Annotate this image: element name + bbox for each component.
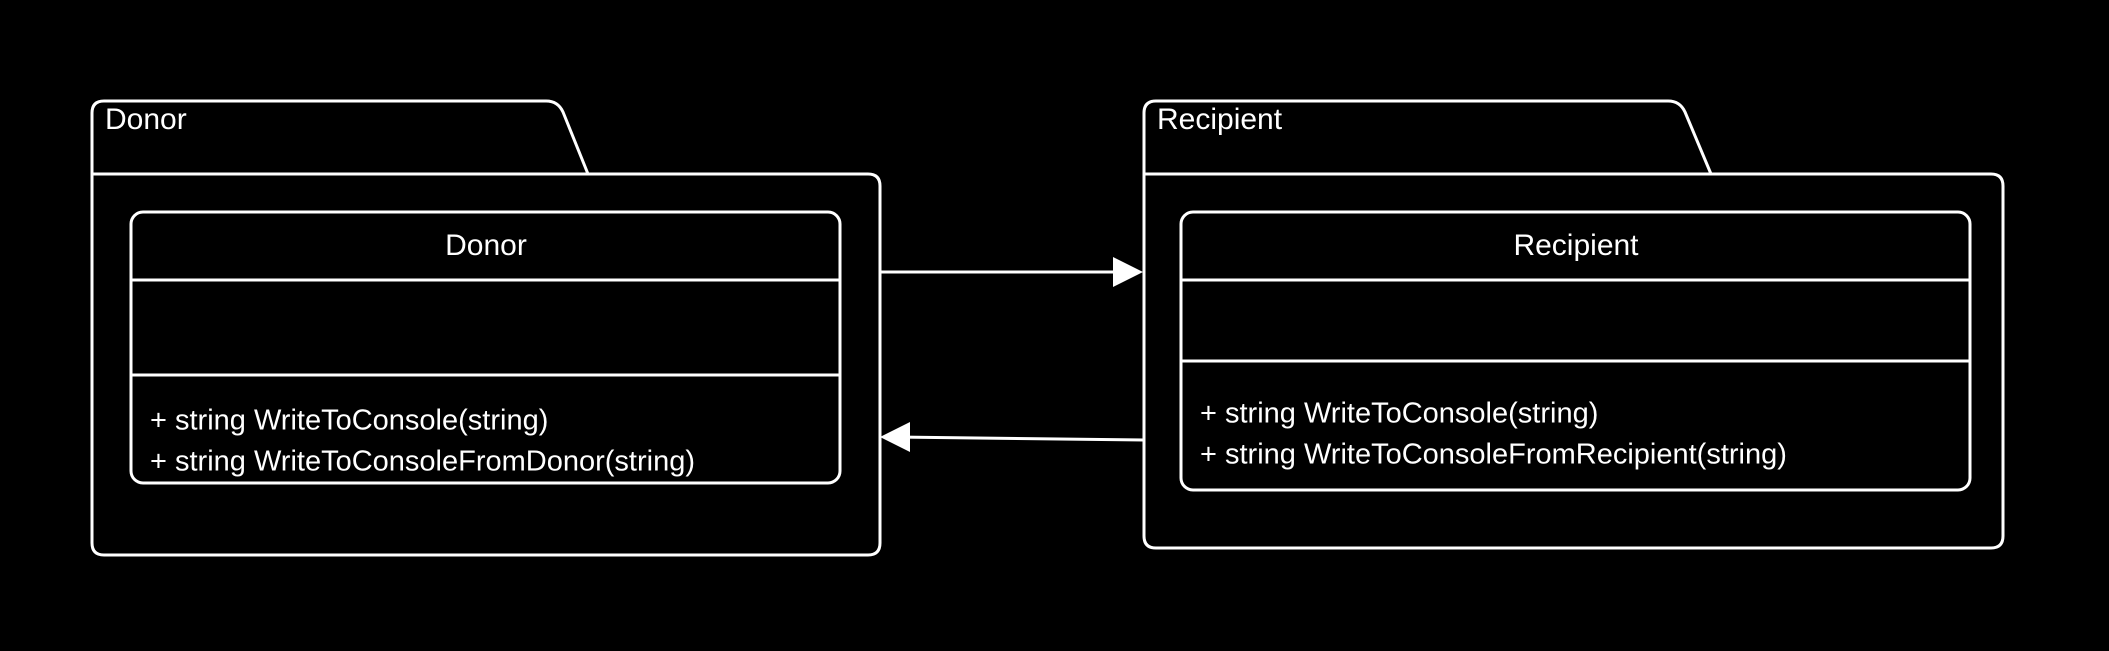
package-recipient-body-outline [1142, 172, 2005, 550]
package-recipient[interactable]: Recipient Recipient + string WriteToCons… [1142, 99, 2005, 550]
class-donor-method-1: + string WriteToConsoleFromDonor(string) [150, 446, 695, 478]
package-donor[interactable]: Donor Donor + string WriteToConsole(stri… [90, 99, 882, 557]
package-donor-label: Donor [105, 103, 187, 136]
class-box-donor-outline [129, 210, 842, 485]
relationship-donor-to-recipient[interactable] [880, 257, 1143, 287]
class-box-recipient-outline [1179, 210, 1972, 492]
class-donor-method-0: + string WriteToConsole(string) [150, 405, 548, 437]
arrowhead-right-icon [1113, 257, 1143, 287]
class-recipient-method-0: + string WriteToConsole(string) [1200, 398, 1598, 430]
class-box-recipient[interactable]: Recipient + string WriteToConsole(string… [1179, 210, 1972, 492]
package-donor-body-outline [90, 172, 882, 557]
package-recipient-tab-outline [1142, 99, 1713, 176]
package-recipient-label: Recipient [1157, 103, 1283, 136]
package-donor-tab-outline [90, 99, 590, 176]
relationship-recipient-to-donor[interactable] [880, 422, 1145, 452]
class-name-donor: Donor [445, 229, 527, 262]
arrowhead-left-icon [880, 422, 910, 452]
relationship-recipient-to-donor-line [894, 435, 1145, 442]
class-donor-methods-compartment: + string WriteToConsole(string) + string… [150, 405, 695, 478]
class-name-recipient: Recipient [1513, 229, 1639, 262]
class-box-donor[interactable]: Donor + string WriteToConsole(string) + … [129, 210, 842, 485]
class-recipient-method-1: + string WriteToConsoleFromRecipient(str… [1200, 439, 1787, 471]
class-recipient-methods-compartment: + string WriteToConsole(string) + string… [1200, 398, 1787, 471]
